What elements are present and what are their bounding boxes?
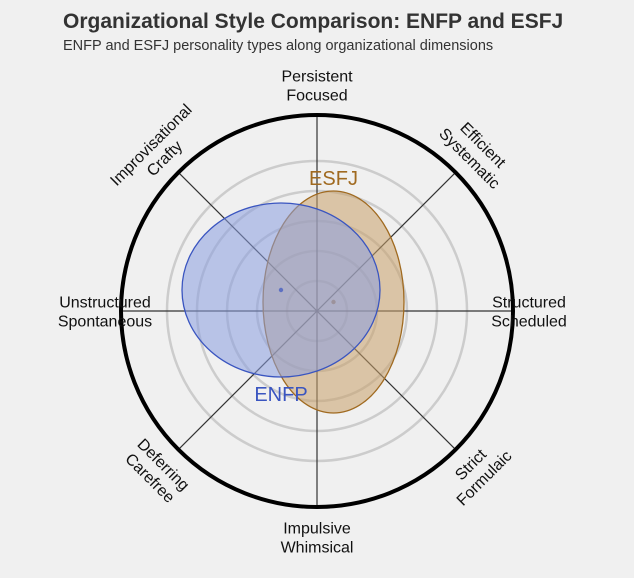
- outer-ring: [119, 113, 515, 509]
- enfp-label: ENFP: [254, 384, 307, 406]
- axis-label-line: Scheduled: [491, 314, 567, 331]
- axis-label-line: Spontaneous: [58, 314, 152, 331]
- esfj-label: ESFJ: [309, 168, 358, 190]
- chart-title: Organizational Style Comparison: ENFP an…: [63, 10, 564, 33]
- chart-subtitle: ENFP and ESFJ personality types along or…: [63, 38, 494, 54]
- axis-label-line: Whimsical: [281, 540, 354, 557]
- axis-label-line: Persistent: [281, 69, 353, 86]
- chart-series: ESFJ ENFP: [181, 168, 405, 414]
- enfp-center-point: [278, 287, 284, 293]
- axis-label-line: Focused: [286, 88, 347, 105]
- axis-label-line: Unstructured: [59, 295, 151, 312]
- chart-outer-frame: [119, 113, 515, 509]
- axis-label-line: Impulsive: [283, 521, 351, 538]
- axis-label-line: Structured: [492, 295, 566, 312]
